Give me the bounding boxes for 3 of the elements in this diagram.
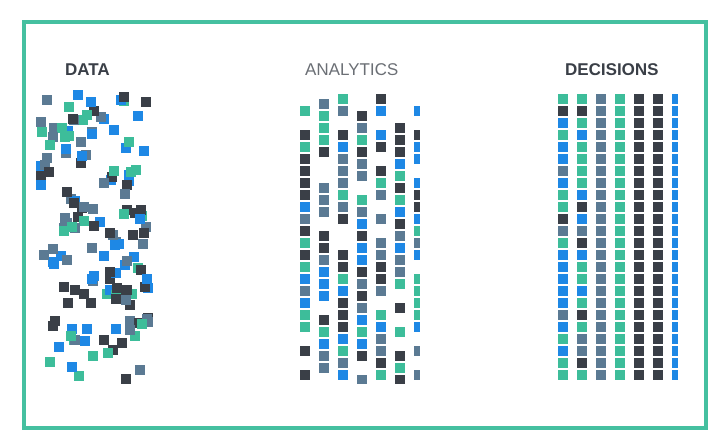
heading-text: ANALYTICS (305, 60, 398, 80)
heading-text: DECISIONS (565, 60, 659, 80)
heading-text: DATA (65, 60, 110, 80)
